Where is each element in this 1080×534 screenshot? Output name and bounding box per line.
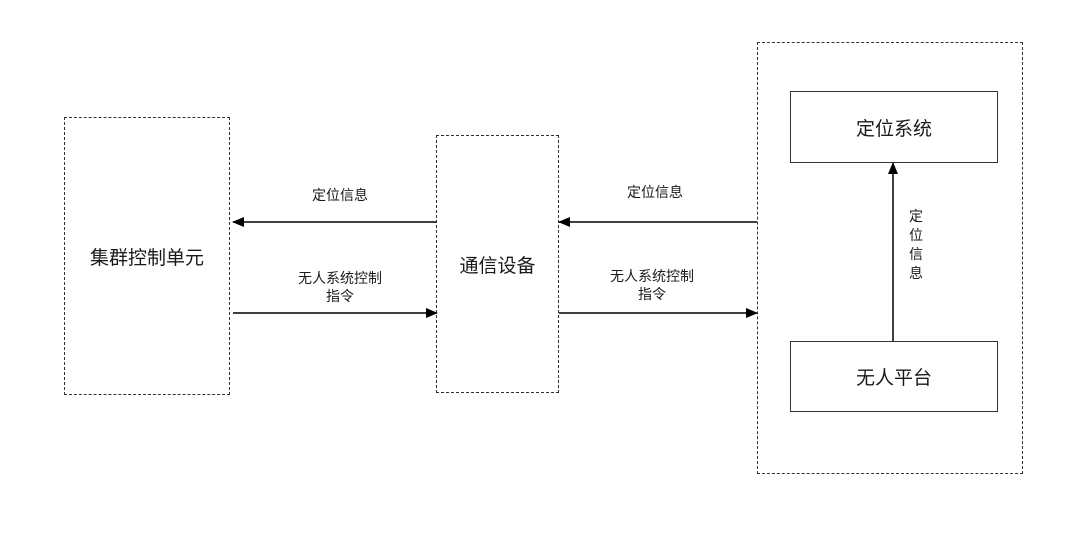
unmanned-platform-node: 无人平台 — [790, 341, 998, 412]
edge-label-control-command-right-line2: 指令 — [638, 287, 666, 303]
unmanned-platform-label: 无人平台 — [855, 367, 932, 389]
edge-label-control-command-right: 无人系统控制 指令 — [587, 268, 717, 304]
communication-device-label: 通信设备 — [459, 254, 536, 277]
unmanned-system-group — [757, 42, 1023, 474]
positioning-system-label: 定位系统 — [855, 117, 932, 140]
edge-label-control-command-left-line2: 指令 — [326, 289, 354, 305]
cluster-control-unit-label: 集群控制单元 — [89, 246, 204, 269]
edge-label-control-command-left-line1: 无人系统控制 — [298, 271, 382, 287]
edge-label-positioning-info-right: 定位信息 — [627, 185, 683, 201]
positioning-system-node: 定位系统 — [790, 91, 998, 163]
edge-label-positioning-info-vertical: 定位信息 — [909, 209, 923, 282]
edge-label-positioning-info-left: 定位信息 — [312, 188, 368, 204]
communication-device-node: 通信设备 — [436, 135, 559, 393]
edge-label-control-command-left: 无人系统控制 指令 — [275, 270, 405, 306]
cluster-control-unit-node: 集群控制单元 — [64, 117, 230, 395]
edge-label-control-command-right-line1: 无人系统控制 — [610, 269, 694, 285]
